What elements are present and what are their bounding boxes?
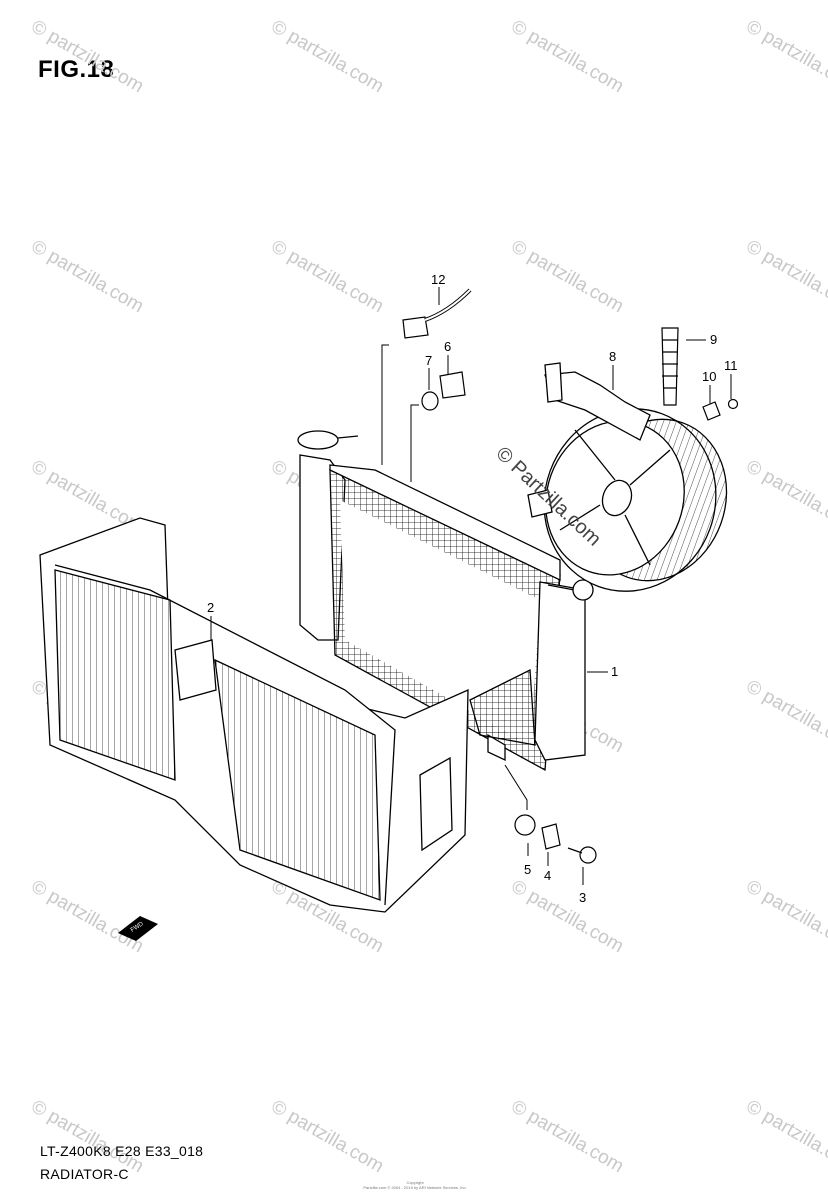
callout-number: 2	[207, 600, 214, 615]
watermark: © partzilla.com	[28, 876, 148, 957]
callout-number: 9	[710, 332, 717, 347]
watermark: © partzilla.com	[268, 1096, 388, 1177]
watermark: © partzilla.com	[743, 16, 828, 97]
watermark: © partzilla.com	[508, 236, 628, 317]
figure-title: FIG.18	[38, 56, 115, 83]
copyright-line: Copyright	[406, 1180, 424, 1185]
watermark: © partzilla.com	[28, 16, 148, 97]
callout-number: 7	[425, 353, 432, 368]
model-code: LT-Z400K8 E28 E33_018	[40, 1143, 204, 1159]
callout-number: 11	[724, 358, 738, 373]
callout-number: 5	[524, 862, 531, 877]
diagram-name: RADIATOR-C	[40, 1166, 129, 1182]
fan-assembly-part	[527, 362, 728, 592]
watermark: © partzilla.com	[743, 876, 828, 957]
callout-number: 4	[544, 868, 551, 883]
watermark: © partzilla.com	[28, 236, 148, 317]
callout-number: 10	[702, 369, 716, 384]
watermark: © partzilla.com	[268, 236, 388, 317]
callout-number: 6	[444, 339, 451, 354]
watermark: © partzilla.com	[743, 676, 828, 757]
leader-lines	[210, 287, 732, 885]
watermark: © partzilla.com	[508, 876, 628, 957]
watermark: © partzilla.com	[508, 1096, 628, 1177]
callout-number: 8	[609, 349, 616, 364]
small-parts	[402, 288, 739, 864]
watermark: © partzilla.com	[508, 16, 628, 97]
copyright-notice: Copyright Partzilla.com © 2004 - 2019 by…	[350, 1180, 480, 1190]
watermark: © partzilla.com	[268, 16, 388, 97]
copyright-line: Partzilla.com © 2004 - 2019 by ARI Netwo…	[363, 1185, 467, 1190]
callout-number: 12	[431, 272, 445, 287]
shroud-guard-part	[39, 517, 469, 913]
watermark: © partzilla.com	[743, 1096, 828, 1177]
callout-number: 1	[611, 664, 618, 679]
watermark: © partzilla.com	[743, 236, 828, 317]
watermark: © partzilla.com	[743, 456, 828, 537]
callout-number: 3	[579, 890, 586, 905]
fwd-arrow: FWD	[118, 916, 158, 941]
radiator-part	[297, 430, 594, 772]
